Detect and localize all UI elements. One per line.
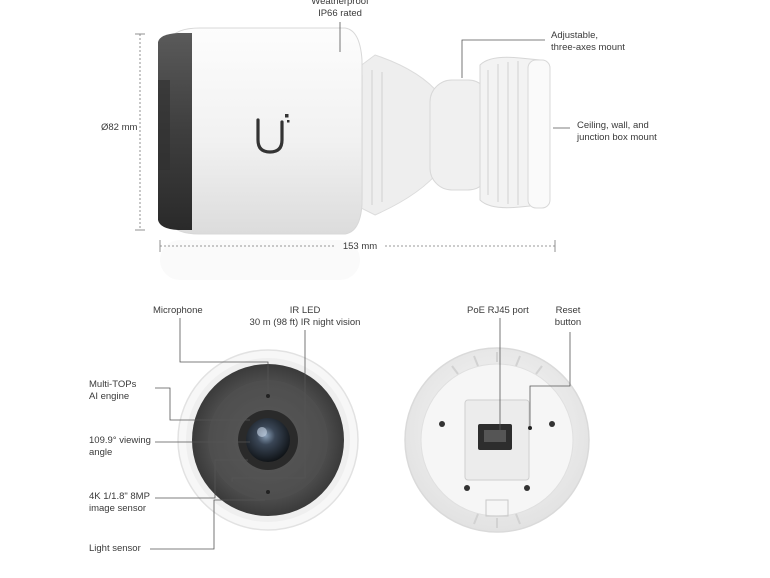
ir-led-label: IR LED 30 m (98 ft) IR night vision (249, 305, 361, 328)
camera-front-view (177, 349, 359, 531)
camera-side-view (158, 27, 551, 280)
mount-arm (354, 54, 441, 216)
ceiling-mount-label: Ceiling, wall, and junction box mount (577, 120, 657, 143)
viewing-angle-label: 109.9° viewing angle (89, 435, 151, 458)
base-ribs (487, 61, 519, 205)
reset-button-icon (528, 426, 532, 430)
reset-button-label: Reset button (554, 305, 582, 328)
screw-hole-icon (439, 421, 445, 427)
weatherproof-label: Weatherproof IP66 rated (311, 0, 369, 19)
front-leaders (150, 318, 306, 550)
ubiquiti-logo (256, 114, 290, 154)
light-sensor-hole (266, 490, 270, 494)
screw-hole-icon (464, 485, 470, 491)
back-leaders (499, 318, 571, 430)
microphone-hole (266, 394, 270, 398)
screw-hole-icon (549, 421, 555, 427)
length-label: 153 mm (342, 241, 378, 252)
screw-hole-icon (524, 485, 530, 491)
top-leaders (339, 22, 570, 129)
back-ribs (451, 352, 543, 528)
camera-back-view (404, 347, 590, 533)
camera-body (169, 27, 363, 235)
dimension-lines (135, 33, 556, 252)
base-plate (527, 59, 551, 209)
image-sensor-label: 4K 1/1.8" 8MP image sensor (89, 491, 150, 514)
microphone-label: Microphone (153, 305, 203, 316)
mount-label: Adjustable, three-axes mount (551, 30, 625, 53)
light-sensor-label: Light sensor (89, 543, 141, 554)
poe-port-label: PoE RJ45 port (467, 305, 529, 316)
lens-icon (246, 418, 290, 462)
diameter-label: Ø82 mm (101, 122, 138, 133)
ai-engine-label: Multi-TOPs AI engine (89, 379, 137, 402)
